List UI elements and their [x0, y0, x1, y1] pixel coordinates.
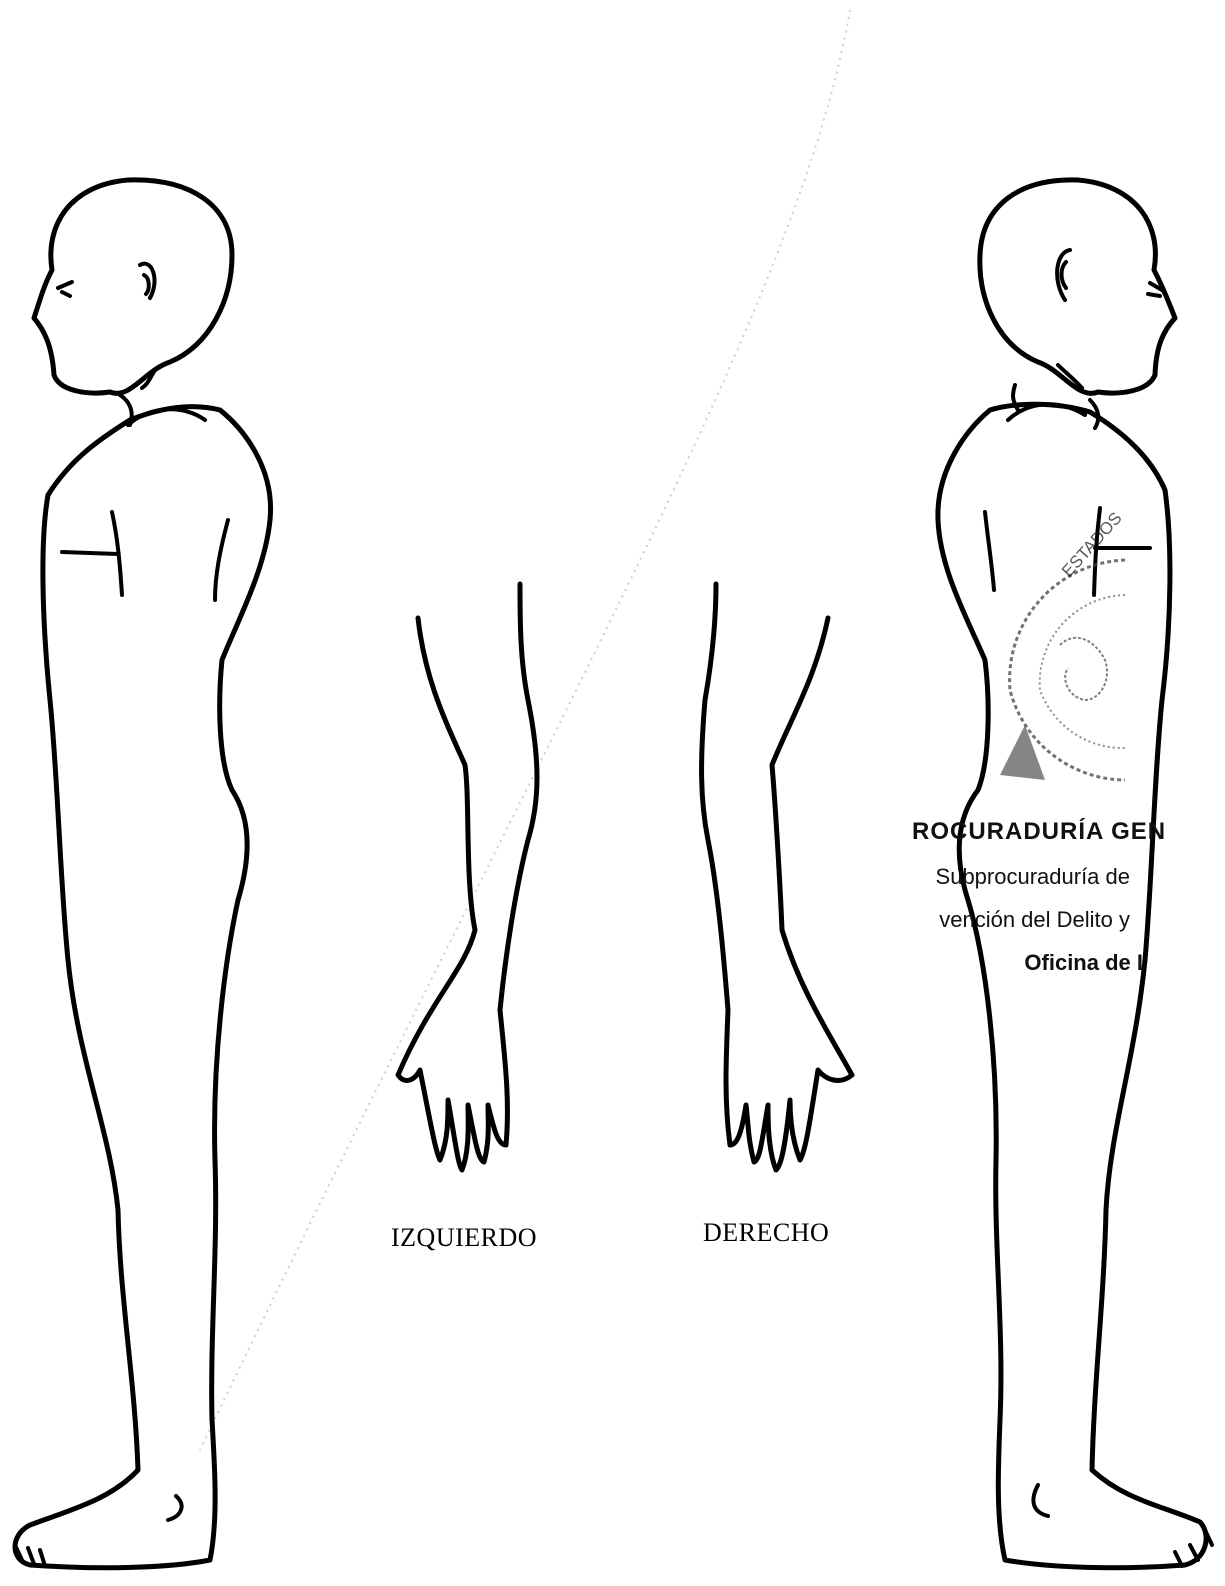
left-arm-outline	[398, 584, 537, 1170]
official-seal-stamp	[1000, 560, 1125, 780]
right-figure-head	[980, 180, 1175, 393]
left-figure-ankle	[168, 1496, 182, 1520]
stamp-line-office: Oficina de I	[960, 950, 1225, 976]
left-figure-eye	[58, 282, 72, 296]
right-figure-ear	[1057, 250, 1070, 300]
left-figure-ear	[140, 264, 155, 298]
left-side-figure	[15, 180, 271, 1568]
right-arm-drawing	[702, 584, 852, 1170]
left-arm-label: IZQUIERDO	[391, 1223, 537, 1253]
right-arm-label: DERECHO	[703, 1218, 829, 1248]
right-figure-ankle	[1033, 1485, 1048, 1516]
left-figure-body	[15, 407, 271, 1568]
stamp-line-division: vención del Delito y	[913, 907, 1225, 933]
stamp-line-subagency: Subprocuraduría de	[924, 864, 1225, 890]
left-arm-drawing	[398, 584, 537, 1170]
left-figure-arm-lines	[62, 512, 228, 600]
right-arm-outline	[702, 584, 852, 1170]
stamp-line-agency: ROCURADURÍA GEN	[912, 818, 1225, 846]
